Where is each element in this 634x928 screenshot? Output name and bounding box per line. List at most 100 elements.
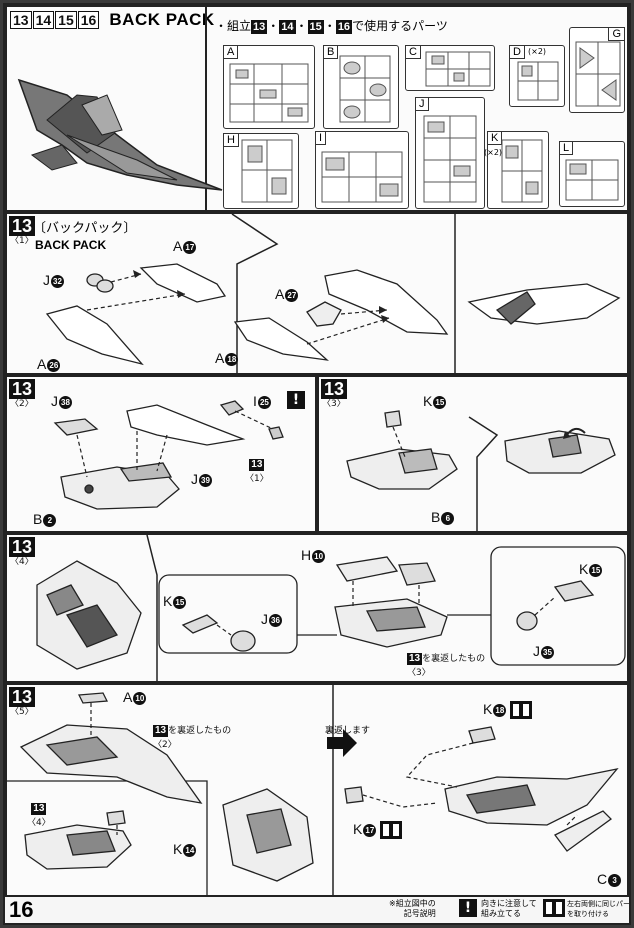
- part-runner: K: [423, 393, 433, 409]
- legend-item-orientation: 向きに注意して 組み立てる: [481, 899, 537, 919]
- part-runner: I: [253, 393, 257, 409]
- step-substep: 〈3〉: [322, 399, 346, 409]
- parts-note-step: 16: [335, 20, 353, 34]
- ref-substep: 〈3〉: [407, 668, 431, 678]
- part-runner: K: [579, 561, 589, 577]
- step-badge: 13: [10, 11, 32, 29]
- step-13-1-partitions: [231, 214, 456, 373]
- page-title: BACK PACK: [109, 10, 215, 29]
- runner-multiplier: (×2): [528, 47, 547, 56]
- legend-title: ※組立図中の 記号説明: [389, 899, 436, 919]
- part-number: 6: [441, 511, 455, 525]
- parts-note-suffix: で使用するパーツ: [352, 19, 448, 33]
- header-divider: [205, 7, 207, 210]
- step-13-5-label: 13 〈5〉: [9, 687, 36, 718]
- step-number: 13: [9, 537, 36, 557]
- ref-step-badge: 13: [31, 803, 47, 815]
- part-number: 10: [312, 549, 326, 563]
- runner-label: K: [487, 131, 503, 145]
- runner-label: L: [559, 141, 574, 155]
- ref-step-13-1: 13 〈1〉: [245, 459, 269, 484]
- runner-b: B: [323, 45, 399, 129]
- part-runner: A: [275, 286, 285, 302]
- part-number: 17: [183, 240, 197, 254]
- parts-note-step: 15: [307, 20, 324, 34]
- parts-note-sep: ・: [267, 19, 280, 33]
- part-number: 15: [173, 595, 187, 609]
- runner-label: G: [608, 27, 625, 41]
- orientation-warning-icon: !: [459, 899, 477, 917]
- runner-multiplier: (×2): [484, 148, 503, 157]
- runner-label: A: [223, 45, 239, 59]
- runner-label: C: [405, 45, 421, 59]
- flip-note: 裏返します: [325, 726, 371, 736]
- step-badge: 16: [77, 11, 100, 29]
- runner-j: J: [415, 97, 485, 209]
- part-runner: J: [191, 471, 198, 487]
- step-13-1-diagram: [45, 263, 621, 366]
- step-number: 13: [9, 687, 36, 707]
- part-runner: A: [173, 238, 183, 254]
- part-runner: J: [51, 393, 58, 409]
- part-runner: B: [33, 511, 43, 527]
- step-13-1-title-jp: 〔バックパック〕: [33, 221, 137, 236]
- legend-title-line: ※組立図中の: [389, 899, 436, 908]
- part-runner: K: [353, 821, 363, 837]
- part-runner: A: [37, 356, 47, 372]
- ref-step-badge: 13: [249, 459, 265, 471]
- part-number: 38: [59, 395, 72, 409]
- step-13-5-diagram: [7, 685, 619, 895]
- legend-item-both-sides: 左右両側に同じパーツ を取り付ける: [567, 899, 631, 919]
- step-13-1-label: 13 〈1〉: [9, 216, 36, 247]
- part-number: 36: [269, 613, 282, 627]
- orientation-warning-icon: !: [287, 391, 305, 409]
- step-13-1-title-en: BACK PACK: [35, 238, 107, 252]
- part-number: 32: [51, 274, 64, 288]
- step-number: 13: [9, 216, 36, 236]
- legend-text: 左右両側に同じパーツ: [567, 900, 631, 908]
- runner-c: C: [405, 45, 495, 91]
- part-runner: J: [261, 611, 268, 627]
- part-number: 10: [133, 691, 147, 705]
- legend-title-line: 記号説明: [403, 909, 436, 918]
- ref-step-13-4: 13 〈4〉: [27, 803, 51, 828]
- same-part-both-sides-icon: [543, 899, 565, 917]
- runner-label: H: [223, 133, 239, 147]
- part-number: 39: [199, 473, 212, 487]
- runner-a: A: [223, 45, 315, 129]
- runner-label: J: [415, 97, 429, 111]
- runner-label: I: [315, 131, 327, 145]
- step-13-4-label: 13 〈4〉: [9, 537, 36, 568]
- step-substep: 〈1〉: [10, 236, 34, 246]
- step-13-3-diagram: [346, 410, 616, 531]
- parts-note-prefix: ・組立: [215, 19, 252, 33]
- runner-label: B: [323, 45, 339, 59]
- step-13-2-label: 13 〈2〉: [9, 379, 36, 410]
- part-number: 35: [541, 645, 554, 659]
- runner-k: K (×2): [484, 131, 549, 209]
- parts-note-sep: ・: [295, 19, 308, 33]
- part-runner: C: [597, 871, 608, 887]
- legend-text: 組み立てる: [481, 909, 521, 918]
- part-number: 26: [47, 358, 61, 372]
